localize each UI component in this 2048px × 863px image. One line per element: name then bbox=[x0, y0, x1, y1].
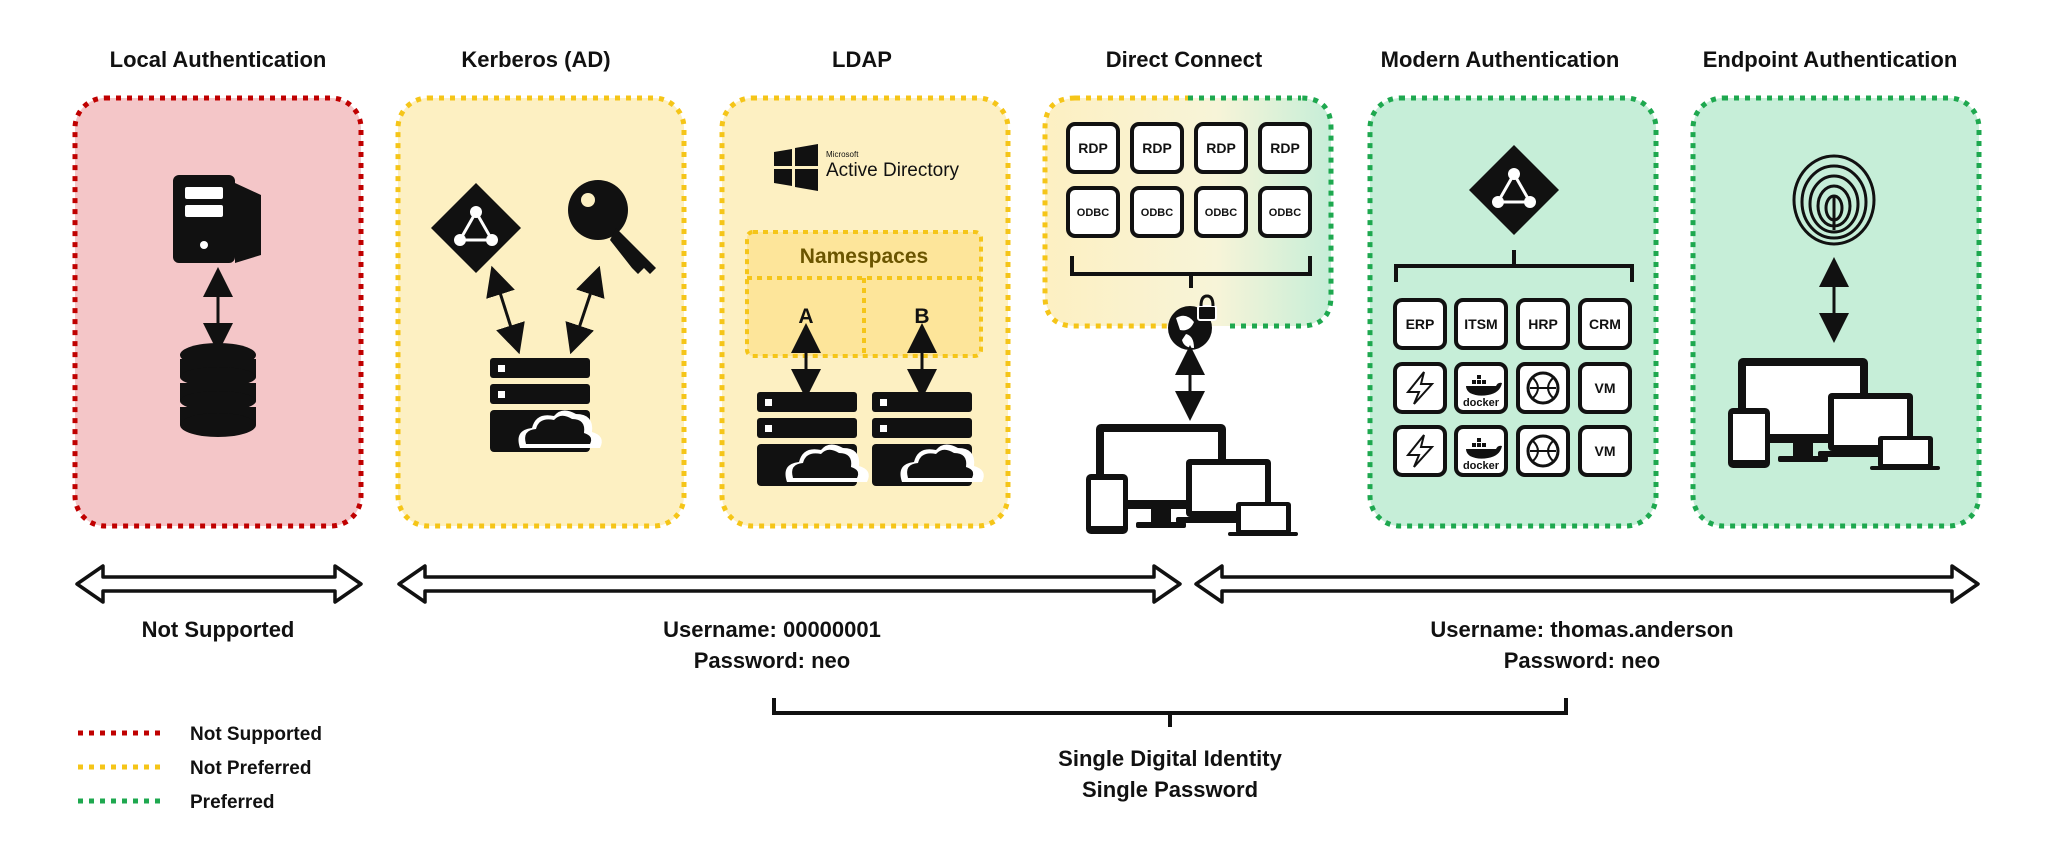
tile-odbc-label: ODBC bbox=[1205, 207, 1237, 219]
tile-erp-label: ERP bbox=[1406, 316, 1435, 332]
docker-label: docker bbox=[1463, 397, 1500, 409]
tile-crm: CRM bbox=[1578, 298, 1632, 350]
tile-vm-label: VM bbox=[1595, 380, 1616, 396]
legend-label-not-preferred: Not Preferred bbox=[190, 758, 311, 779]
tile-web-app bbox=[1516, 425, 1570, 477]
kerberos-arrow-left bbox=[486, 265, 525, 355]
tile-vm: VM bbox=[1578, 425, 1632, 477]
namespaces-box: Namespaces A B bbox=[745, 230, 983, 358]
tile-vm: VM bbox=[1578, 362, 1632, 414]
title-local-authentication: Local Authentication bbox=[110, 47, 327, 72]
span-arrow-not-supported bbox=[75, 564, 363, 604]
title-ldap: LDAP bbox=[832, 47, 892, 72]
legend: Not Supported Not Preferred Preferred bbox=[78, 724, 322, 813]
tile-docker: docker bbox=[1454, 425, 1508, 477]
tile-docker: docker bbox=[1454, 362, 1508, 414]
tile-web-app bbox=[1516, 362, 1570, 414]
identity-line-2: Single Password bbox=[1082, 777, 1258, 802]
tile-rdp-label: RDP bbox=[1142, 140, 1172, 156]
tile-crm-label: CRM bbox=[1589, 316, 1621, 332]
modern-password: Password: neo bbox=[1504, 648, 1660, 673]
docker-whale-icon bbox=[1464, 382, 1502, 396]
legend-label-preferred: Preferred bbox=[190, 792, 275, 813]
namespaces-label: Namespaces bbox=[800, 245, 928, 268]
docker-whale-icon bbox=[1464, 445, 1502, 459]
namespace-b-label: B bbox=[914, 305, 929, 328]
key-icon bbox=[568, 180, 656, 274]
modern-username: Username: thomas.anderson bbox=[1430, 617, 1733, 642]
tile-vm-label: VM bbox=[1595, 443, 1616, 459]
tile-hrp-label: HRP bbox=[1528, 316, 1558, 332]
panel-local-authentication bbox=[72, 95, 364, 529]
computer-tower-icon bbox=[173, 175, 261, 263]
identity-line-1: Single Digital Identity bbox=[1058, 746, 1282, 771]
lightning-icon bbox=[1405, 434, 1435, 468]
legend-label-not-supported: Not Supported bbox=[190, 724, 322, 745]
tile-function-app bbox=[1393, 362, 1447, 414]
panel-kerberos bbox=[395, 95, 687, 529]
panel-modern-authentication: ERP ITSM HRP CRM docker bbox=[1367, 95, 1659, 529]
panel-direct-connect: RDP RDP RDP RDP ODBC ODBC ODBC ODBC bbox=[1042, 95, 1334, 536]
active-directory-label: Active Directory bbox=[826, 160, 960, 181]
title-direct-connect: Direct Connect bbox=[1106, 47, 1263, 72]
direct-connect-bracket bbox=[1070, 256, 1312, 288]
identity-bracket bbox=[772, 698, 1568, 727]
span-arrow-legacy bbox=[397, 564, 1182, 604]
tile-rdp: RDP bbox=[1194, 122, 1248, 174]
tile-odbc-label: ODBC bbox=[1269, 207, 1301, 219]
tile-odbc-label: ODBC bbox=[1141, 207, 1173, 219]
tile-rdp-label: RDP bbox=[1270, 140, 1300, 156]
devices-icon bbox=[1086, 424, 1298, 536]
legacy-password: Password: neo bbox=[694, 648, 850, 673]
title-endpoint-authentication: Endpoint Authentication bbox=[1703, 47, 1958, 72]
modern-auth-bracket bbox=[1394, 250, 1634, 282]
tile-rdp: RDP bbox=[1066, 122, 1120, 174]
microsoft-label: Microsoft bbox=[826, 150, 859, 159]
tile-rdp-label: RDP bbox=[1078, 140, 1108, 156]
tile-rdp: RDP bbox=[1258, 122, 1312, 174]
tile-itsm-label: ITSM bbox=[1464, 316, 1497, 332]
title-kerberos: Kerberos (AD) bbox=[461, 47, 610, 72]
tile-rdp: RDP bbox=[1130, 122, 1184, 174]
tile-odbc: ODBC bbox=[1066, 186, 1120, 238]
tile-odbc-label: ODBC bbox=[1077, 207, 1109, 219]
secure-globe-icon bbox=[1168, 294, 1217, 350]
tile-odbc: ODBC bbox=[1258, 186, 1312, 238]
docker-label: docker bbox=[1463, 460, 1500, 472]
tile-erp: ERP bbox=[1393, 298, 1447, 350]
tile-rdp-label: RDP bbox=[1206, 140, 1236, 156]
span-arrow-modern bbox=[1194, 564, 1980, 604]
title-modern-authentication: Modern Authentication bbox=[1381, 47, 1620, 72]
lightning-icon bbox=[1405, 371, 1435, 405]
tile-odbc: ODBC bbox=[1194, 186, 1248, 238]
tile-odbc: ODBC bbox=[1130, 186, 1184, 238]
tile-function-app bbox=[1393, 425, 1447, 477]
legacy-username: Username: 00000001 bbox=[663, 617, 881, 642]
windows-logo-icon bbox=[774, 144, 818, 191]
tile-hrp: HRP bbox=[1516, 298, 1570, 350]
tile-itsm: ITSM bbox=[1454, 298, 1508, 350]
not-supported-label: Not Supported bbox=[142, 617, 295, 642]
panel-endpoint-authentication bbox=[1690, 95, 1982, 529]
fingerprint-icon bbox=[1792, 154, 1876, 246]
namespace-a-label: A bbox=[798, 305, 813, 328]
database-icon bbox=[180, 343, 256, 437]
panel-ldap: Microsoft Active Directory Namespaces A … bbox=[719, 95, 1011, 529]
kerberos-arrow-right bbox=[565, 265, 605, 355]
